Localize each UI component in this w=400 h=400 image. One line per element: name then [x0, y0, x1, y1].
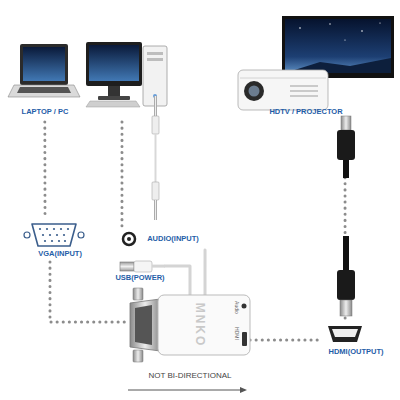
- drive-bay: [147, 58, 163, 61]
- direction-arrow-head: [240, 387, 247, 393]
- hdmi-plug-housing: [337, 130, 355, 160]
- laptop-base: [8, 85, 80, 97]
- display-group: HDTV / PROJECTOR: [235, 15, 395, 120]
- adapter-audio-port: [242, 304, 247, 309]
- node-label: HDMI: [234, 324, 239, 344]
- cable: [204, 250, 207, 295]
- vga-screw: [78, 232, 84, 238]
- star: [344, 39, 345, 40]
- star: [299, 27, 301, 29]
- hdmi-port-slot: [332, 329, 358, 337]
- usb-plug-tip: [120, 262, 134, 271]
- laptop-lid: [20, 44, 68, 85]
- computer-group: LAPTOP / PC: [8, 35, 168, 122]
- projector-lens-glass: [249, 86, 260, 97]
- cable: [165, 266, 190, 295]
- vga-port-icon: [32, 224, 76, 246]
- audio-jack: [123, 233, 135, 245]
- tv-screen: [285, 19, 391, 73]
- projector-lens: [244, 81, 264, 101]
- signal-path: [43, 122, 46, 215]
- projector-body: [238, 70, 328, 110]
- node-label: Audio: [234, 298, 239, 318]
- star: [329, 23, 330, 24]
- node-label: MNKO: [194, 301, 206, 349]
- aux-plug-body: [152, 116, 159, 134]
- hdmi-port-icon: [328, 326, 362, 342]
- node-label: AUDIO(INPUT): [138, 235, 208, 243]
- star: [379, 22, 380, 23]
- vga-pins: [39, 228, 69, 242]
- direction-note: NOT BI-DIRECTIONAL: [120, 372, 260, 380]
- projector-vent: [290, 95, 318, 97]
- aux-plug-body: [152, 182, 159, 200]
- projector-seam: [240, 78, 326, 79]
- node-label: VGA(INPUT): [29, 250, 91, 258]
- star: [361, 30, 363, 32]
- aux-plug-tip: [154, 200, 157, 220]
- laptop-keyboard: [17, 87, 71, 93]
- aux-cable: [155, 134, 157, 182]
- audio-port: AUDIO(INPUT): [118, 228, 210, 250]
- signal-path: [50, 262, 130, 322]
- adapter-body: [158, 295, 250, 355]
- thumb-screw: [133, 288, 143, 300]
- hdmi-plug-tip: [341, 116, 351, 130]
- node-label: HDMI(OUTPUT): [324, 348, 388, 356]
- monitor-screen: [89, 45, 139, 81]
- vga-connector: [130, 299, 160, 351]
- node-label: USB(POWER): [115, 274, 165, 282]
- aux-plug-tip: [154, 96, 157, 116]
- monitor-frame: [86, 42, 142, 86]
- usb-plug-body: [134, 261, 152, 272]
- pc-keyboard: [86, 101, 140, 107]
- hdmi-plug-tip: [340, 300, 352, 316]
- drive-bay: [147, 52, 163, 55]
- hdmi-plug-housing: [337, 270, 355, 300]
- monitor-foot: [98, 96, 130, 100]
- signal-path: [250, 339, 322, 342]
- adapter-hdmi-port: [242, 332, 247, 346]
- hdmi-cable: [343, 236, 349, 270]
- node-label: LAPTOP / PC: [18, 108, 72, 116]
- thumb-screw: [133, 350, 143, 362]
- vga-port: VGA(INPUT): [25, 215, 95, 262]
- converter-adapter: MNKO AudioHDMI: [130, 295, 250, 355]
- vga-screw: [24, 232, 30, 238]
- usb-plug: USB(POWER): [115, 258, 165, 285]
- laptop-screen: [23, 47, 65, 81]
- projector-vent: [290, 90, 318, 92]
- direction-arrow: [128, 390, 241, 391]
- signal-path: [120, 122, 123, 228]
- monitor-stand: [108, 86, 120, 96]
- vga-connector-shell: [135, 305, 152, 345]
- usb-cable: [152, 265, 165, 268]
- audio-jack-hole: [127, 237, 131, 241]
- projector-vent: [290, 85, 318, 87]
- hdmi-cable: [343, 160, 349, 178]
- hdmi-port: HDMI(OUTPUT): [322, 318, 390, 362]
- node-label: HDTV / PROJECTOR: [265, 108, 347, 116]
- tv-frame: [282, 16, 394, 78]
